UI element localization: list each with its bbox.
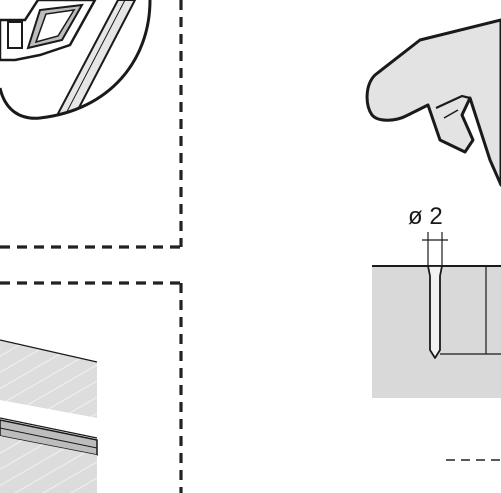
drill-hole-section: ø 2	[372, 203, 501, 461]
panel-section	[0, 339, 98, 493]
drill-icon	[365, 18, 501, 187]
magnifier-detail-icon	[0, 0, 152, 120]
drill-diameter-label: ø 2	[408, 203, 443, 230]
dashed-frame-bottom	[0, 281, 183, 493]
dashed-frame-top	[0, 0, 183, 249]
